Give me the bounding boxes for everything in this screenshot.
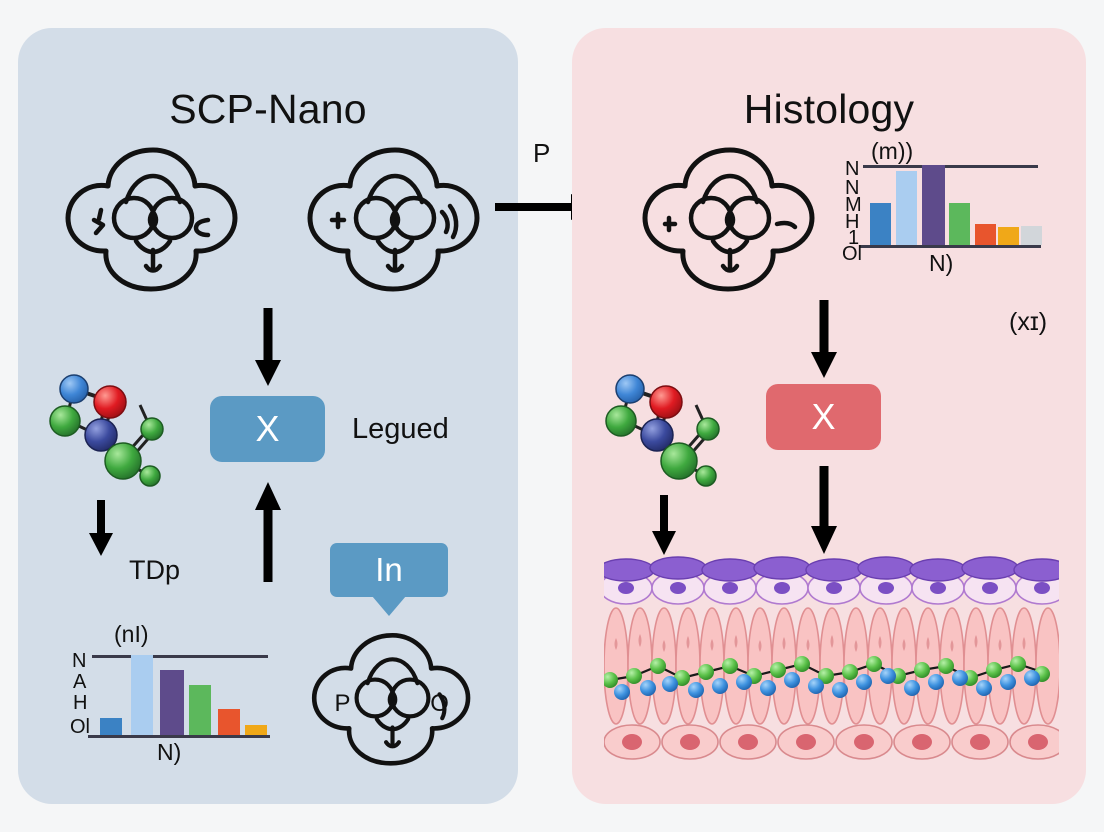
- molecule-illustration-left: [49, 374, 164, 487]
- right-chart-ytick-1: N: [845, 177, 860, 199]
- bar-left-1: [100, 718, 122, 735]
- bar-right-1: [870, 203, 891, 245]
- bar-left-5: [218, 709, 240, 735]
- mouse-head-illustration-left-1: [65, 147, 238, 292]
- right-chart-ytick-0: N: [845, 158, 860, 180]
- left-chart-plot: [94, 655, 267, 735]
- arrow-up-left-bottom: [255, 482, 281, 582]
- molecule-illustration-right: [605, 374, 720, 487]
- xi-corner-label: (xɪ): [1009, 308, 1048, 336]
- mouse-head-illustration-left-2: [307, 147, 480, 292]
- panel-title-histology: Histology: [743, 86, 915, 132]
- bar-left-4: [189, 685, 211, 735]
- left-chart-title: (nI): [114, 621, 149, 647]
- in-callout[interactable]: In: [330, 543, 448, 616]
- tdp-label: TDp: [129, 555, 181, 585]
- right-chart-baseline: [859, 245, 1041, 248]
- x-box-left-label: X: [255, 408, 280, 449]
- arrow-down-right-top: [811, 300, 837, 378]
- bar-right-4: [949, 202, 970, 245]
- left-chart-ytick-3: Ol: [70, 716, 90, 738]
- right-bar-chart: (m)) N N M H 1 Ol N): [842, 138, 1053, 276]
- mouse-letter-p: P: [334, 690, 350, 717]
- x-box-right[interactable]: X: [766, 384, 881, 450]
- bar-right-7: [1021, 225, 1042, 245]
- tissue-cross-section-illustration: [604, 556, 1059, 760]
- bar-right-3: [922, 165, 945, 245]
- bar-left-3: [160, 670, 184, 735]
- x-box-left[interactable]: X: [210, 396, 325, 462]
- bar-left-6: [245, 724, 267, 735]
- bar-left-2: [131, 655, 153, 735]
- arrow-down-right-bottom: [811, 466, 837, 554]
- arrow-down-left-top: [255, 308, 281, 386]
- bar-right-2: [896, 171, 917, 245]
- right-chart-ytick-2: M: [845, 194, 862, 216]
- left-chart-ytick-2: H: [73, 692, 88, 714]
- arrow-down-right-molecule: [652, 495, 676, 555]
- legued-label: Legued: [352, 413, 449, 445]
- bar-right-6: [998, 227, 1019, 245]
- right-chart-top-rule: [863, 165, 1038, 168]
- right-chart-ytick-4: 1: [848, 227, 860, 249]
- panel-title-scp-nano: SCP-Nano: [169, 86, 367, 132]
- left-chart-baseline: [88, 735, 270, 738]
- right-chart-ytick-5: Ol: [842, 243, 862, 265]
- x-box-right-label: X: [811, 396, 836, 437]
- left-chart-ytick-0: N: [72, 650, 87, 672]
- left-chart-ytick-1: A: [73, 671, 87, 693]
- left-chart-top-rule: [92, 655, 268, 658]
- mouse-head-illustration-left-bottom: P O: [311, 633, 471, 766]
- left-chart-xlabel: N): [157, 739, 182, 765]
- callout-tail: [372, 596, 406, 616]
- right-chart-xlabel: N): [929, 250, 954, 276]
- right-chart-plot: [865, 165, 1042, 245]
- right-chart-title: (m)): [871, 138, 914, 164]
- transition-arrow-label: P: [533, 138, 551, 168]
- mouse-head-illustration-right: [642, 147, 815, 292]
- bar-right-5: [975, 224, 996, 245]
- left-bar-chart: (nI) N A H Ol N): [70, 621, 272, 765]
- mouse-letter-o: O: [430, 690, 449, 717]
- right-chart-ytick-3: H: [845, 211, 860, 233]
- arrow-down-left-molecule: [89, 500, 113, 556]
- in-callout-label: In: [375, 551, 403, 588]
